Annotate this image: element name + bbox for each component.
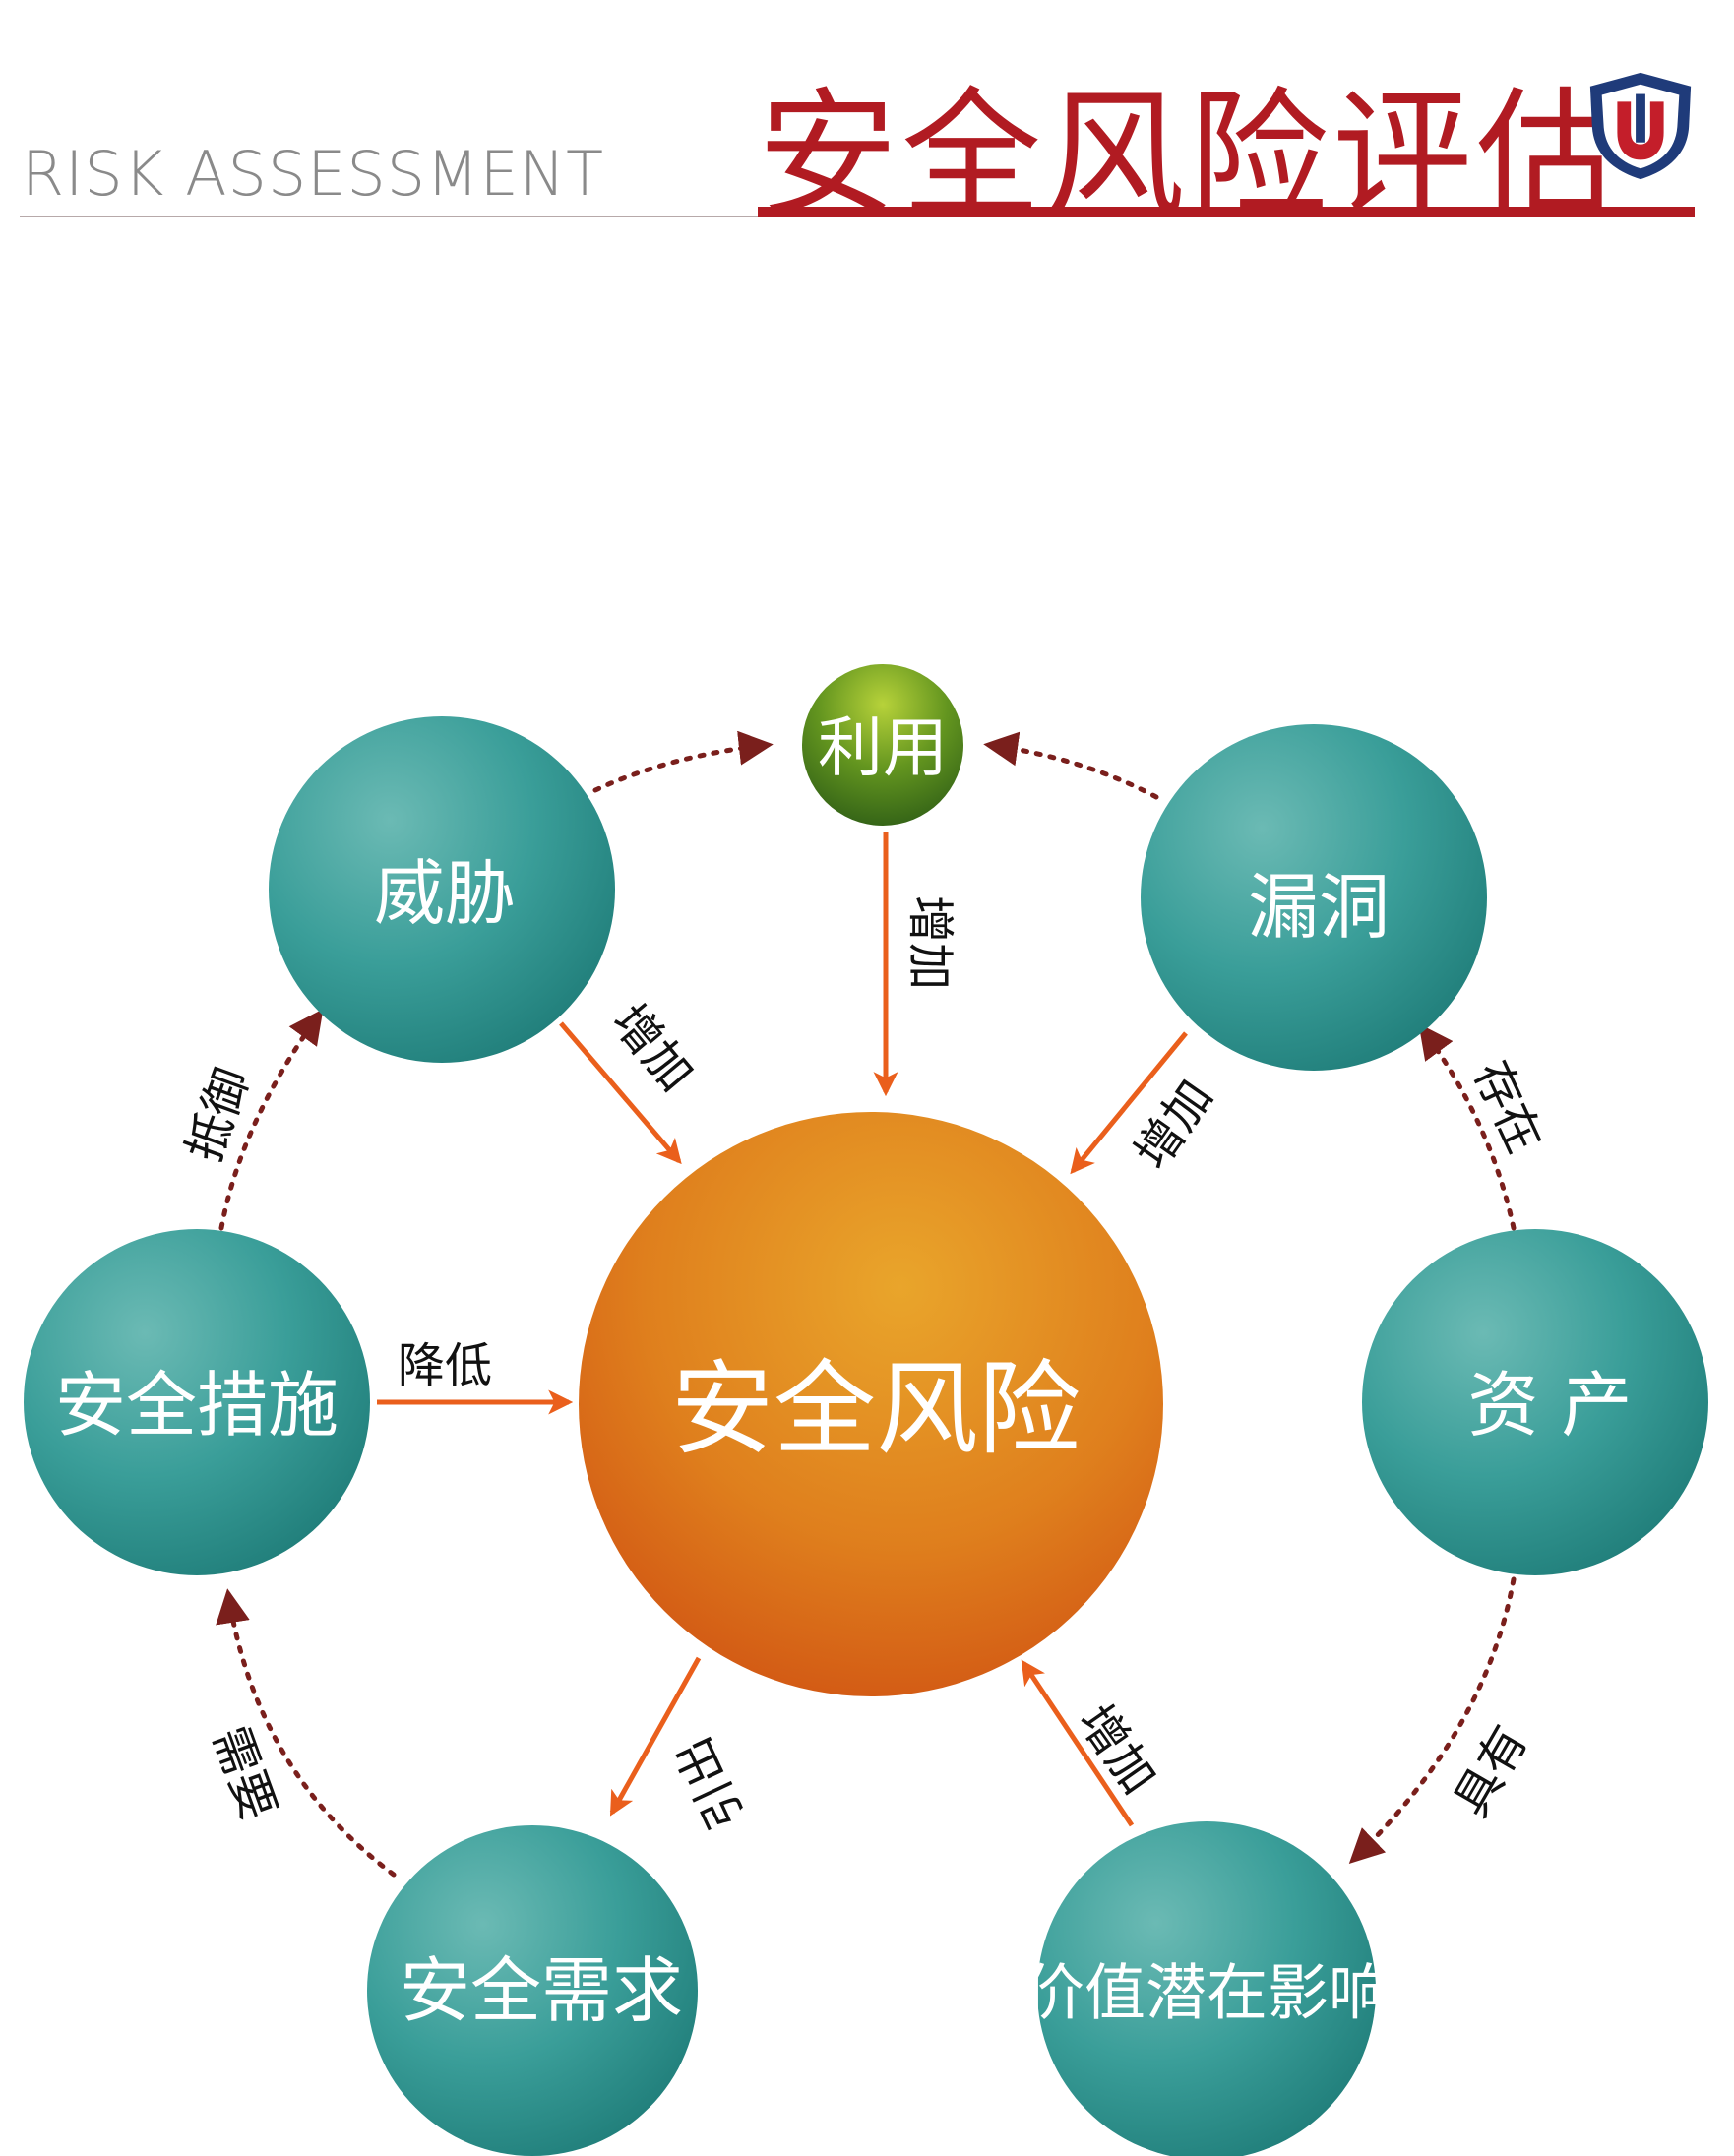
edge-asset-impact (1348, 1576, 1517, 1865)
shield-logo-icon (1589, 72, 1692, 180)
edge-impact-center (1021, 1659, 1135, 1827)
edge-vulnerability-exploit (983, 731, 1159, 800)
header-thin-rule (20, 216, 768, 217)
edge-label-exploit-increase: 增加 (902, 895, 958, 990)
header-thick-rule (758, 207, 1695, 217)
node-vulnerability-label: 漏洞 (1248, 866, 1390, 949)
node-center-circle (579, 1112, 1163, 1696)
edge-label-exist: 存在 (1462, 1053, 1552, 1162)
node-measures-label: 安全措施 (55, 1364, 339, 1447)
node-threat-circle (269, 716, 615, 1063)
edge-vulnerability-center (1070, 1031, 1188, 1175)
edge-label-center-requirement-lead: 引出 (665, 1729, 755, 1838)
edge-requirement-measures (216, 1588, 397, 1878)
header-subtitle: RISK ASSESSMENT (22, 138, 605, 210)
node-threat-label: 威胁 (374, 852, 516, 935)
node-requirement-circle (367, 1825, 698, 2156)
edge-label-resist: 抵御 (176, 1061, 260, 1168)
node-asset-label: 资 产 (1468, 1364, 1633, 1447)
edge-label-measures-decrease: 降低 (398, 1338, 492, 1393)
node-asset-circle (1362, 1229, 1708, 1575)
node-measures-circle (24, 1229, 370, 1575)
node-requirement-label: 安全需求 (400, 1949, 683, 2032)
edge-measures-threat (218, 1009, 324, 1231)
node-impact-circle (1037, 1821, 1376, 2156)
node-exploit-circle (802, 664, 963, 826)
edge-threat-center (559, 1021, 682, 1165)
edge-center-requirement (609, 1656, 702, 1817)
node-impact-label: 价值潜在影响 (1023, 1957, 1390, 2029)
node-exploit-label: 利用 (818, 710, 948, 786)
edge-threat-exploit (592, 730, 774, 793)
node-center-label: 安全风险 (671, 1349, 1081, 1469)
edge-asset-vulnerability (1418, 1023, 1517, 1231)
node-vulnerability-circle (1141, 724, 1487, 1071)
